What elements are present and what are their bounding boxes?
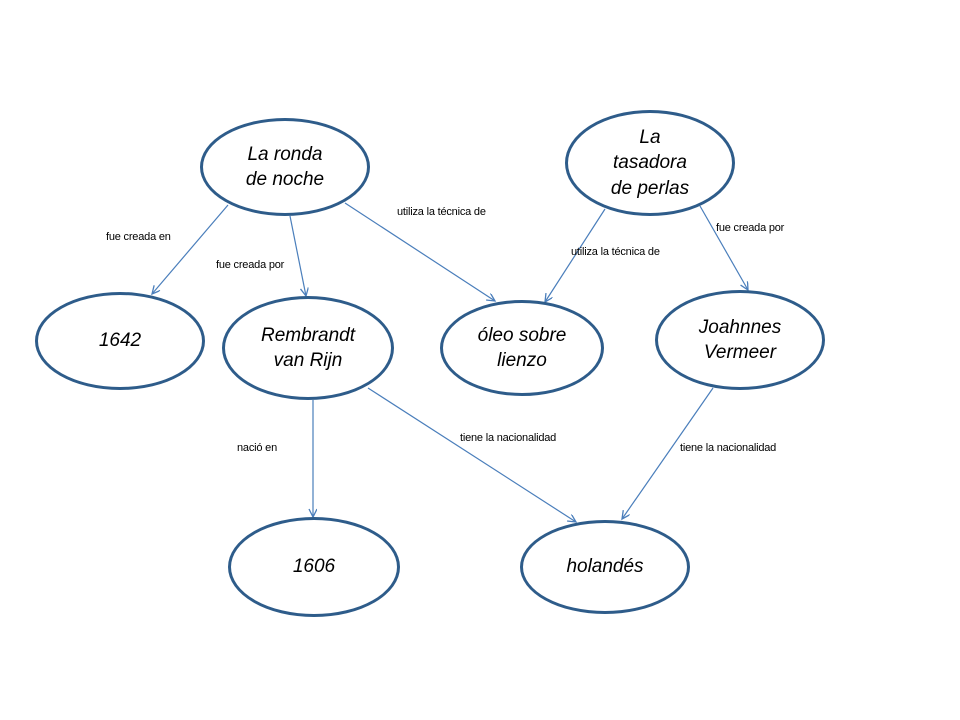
node-vermeer[interactable]: Joahnnes Vermeer	[655, 290, 825, 390]
edge-label-e8: tiene la nacionalidad	[680, 442, 777, 454]
node-oleo[interactable]: óleo sobre lienzo	[440, 300, 604, 396]
node-label-anio1606: 1606	[292, 556, 336, 578]
node-label-anio1642: 1642	[98, 330, 142, 352]
node-label-rembrandt: Rembrandt van Rijn	[261, 324, 355, 371]
node-ronda[interactable]: La ronda de noche	[200, 118, 370, 216]
node-label-oleo: óleo sobre lienzo	[477, 324, 567, 371]
edge-label-e6: nació en	[237, 442, 277, 454]
edge-ronda-to-anio1642	[152, 204, 229, 294]
node-label-ronda: La ronda de noche	[245, 143, 325, 190]
edge-label-e2: fue creada por	[216, 259, 285, 271]
node-tasadora[interactable]: La tasadora de perlas	[565, 110, 735, 216]
node-rembrandt[interactable]: Rembrandt van Rijn	[222, 296, 394, 400]
node-anio1606[interactable]: 1606	[228, 517, 400, 617]
edge-label-e7: tiene la nacionalidad	[460, 432, 557, 444]
edge-tasadora-to-oleo	[545, 208, 606, 302]
edge-ronda-to-oleo	[344, 202, 495, 301]
node-label-vermeer: Joahnnes Vermeer	[698, 316, 782, 363]
edge-label-e3: utiliza la técnica de	[397, 206, 486, 218]
edge-ronda-to-rembrandt	[289, 215, 306, 296]
node-label-tasadora: La tasadora de perlas	[610, 127, 690, 199]
edge-label-e1: fue creada en	[106, 231, 171, 243]
node-holandes[interactable]: holandés	[520, 520, 690, 614]
node-label-holandes: holandés	[566, 556, 644, 578]
edge-tasadora-to-vermeer	[699, 205, 748, 290]
edge-label-e5: fue creada por	[716, 222, 785, 234]
node-anio1642[interactable]: 1642	[35, 292, 205, 390]
edge-label-e4: utiliza la técnica de	[571, 246, 660, 258]
edge-rembrandt-to-holandes	[367, 387, 576, 522]
edge-vermeer-to-holandes	[622, 387, 714, 519]
